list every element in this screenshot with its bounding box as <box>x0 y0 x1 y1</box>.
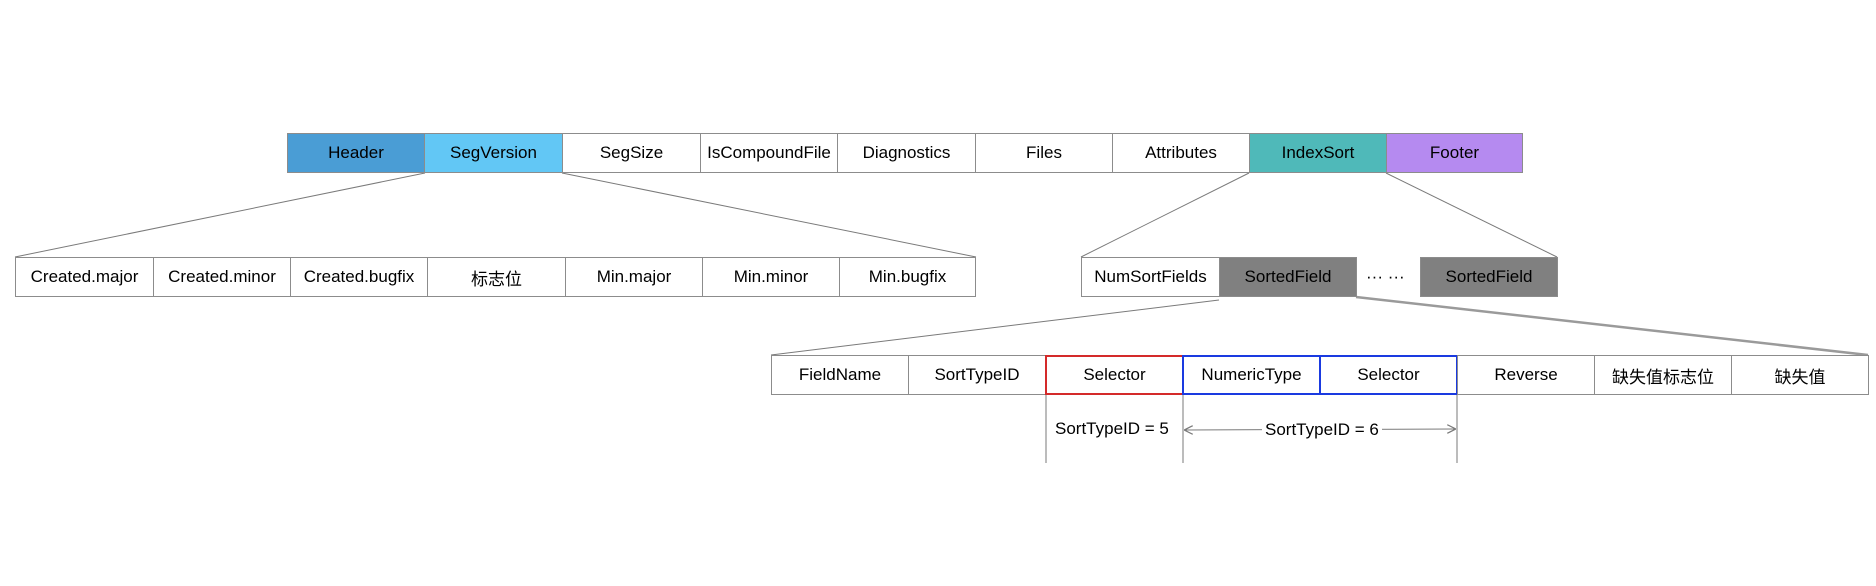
flag-cell: 标志位 <box>427 257 566 297</box>
indexsort-expand-line-left <box>1080 172 1250 258</box>
segversion-cell: SegVersion <box>424 133 563 173</box>
iscompoundfile-cell: IsCompoundFile <box>700 133 838 173</box>
segversion-expand-line-right <box>561 172 977 258</box>
footer-cell: Footer <box>1386 133 1523 173</box>
indexsort-cell: IndexSort <box>1249 133 1387 173</box>
sortedfield-expand-line-left <box>770 299 1220 356</box>
header-cell: Header <box>287 133 425 173</box>
sorted-field-last-cell: SortedField <box>1420 257 1558 297</box>
created-minor-cell: Created.minor <box>153 257 291 297</box>
sort-type-id-cell: SortTypeID <box>908 355 1046 395</box>
missing-flag-cell: 缺失值标志位 <box>1594 355 1732 395</box>
num-sort-fields-cell: NumSortFields <box>1081 257 1220 297</box>
selector-cell-red: Selector <box>1045 355 1184 395</box>
min-major-cell: Min.major <box>565 257 703 297</box>
min-bugfix-cell: Min.bugfix <box>839 257 976 297</box>
numeric-type-cell-blue: NumericType <box>1182 355 1321 395</box>
segsize-cell: SegSize <box>562 133 701 173</box>
missing-value-cell: 缺失值 <box>1731 355 1869 395</box>
diagnostics-cell: Diagnostics <box>837 133 976 173</box>
segversion-expand-line-left <box>14 172 426 258</box>
field-name-cell: FieldName <box>771 355 909 395</box>
min-minor-cell: Min.minor <box>702 257 840 297</box>
sortedfield-expand-line-right <box>1355 295 1869 357</box>
created-major-cell: Created.major <box>15 257 154 297</box>
attributes-cell: Attributes <box>1112 133 1250 173</box>
sorted-field-cell: SortedField <box>1219 257 1357 297</box>
selector-cell-blue: Selector <box>1319 355 1458 395</box>
sort-type-6-label: SortTypeID = 6 <box>1262 420 1382 440</box>
created-bugfix-cell: Created.bugfix <box>290 257 428 297</box>
reverse-cell: Reverse <box>1457 355 1595 395</box>
ellipsis-label: ··· ··· <box>1366 267 1405 286</box>
indexsort-expand-line-right <box>1385 172 1558 258</box>
files-cell: Files <box>975 133 1113 173</box>
sort-type-5-label: SortTypeID = 5 <box>1055 419 1169 438</box>
